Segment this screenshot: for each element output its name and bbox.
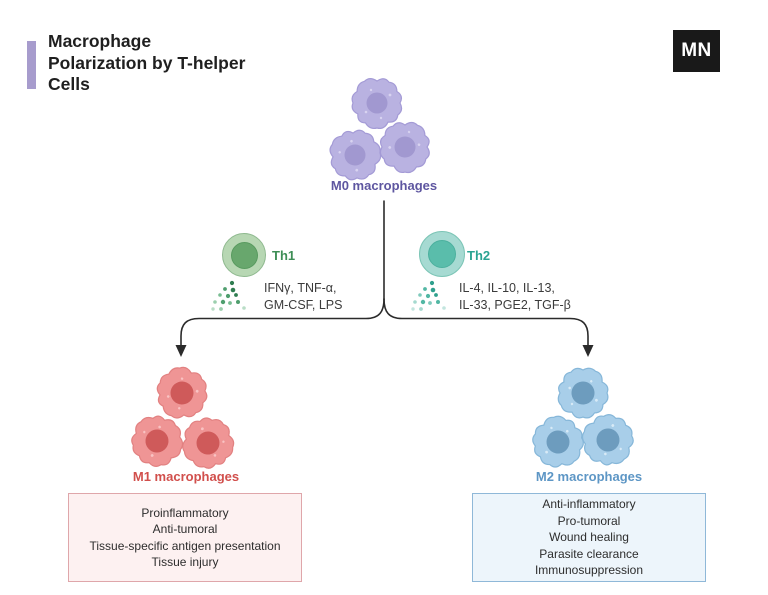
right-arrowhead (582, 345, 594, 357)
title-line-3: Cells (48, 74, 90, 94)
macrophage-cell (179, 413, 238, 473)
th1-cytokines-line-2: GM-CSF, LPS (264, 297, 343, 312)
th1-cell-nucleus (230, 241, 258, 269)
title-accent-bar (27, 41, 36, 89)
th2-cytokines-text: IL-4, IL-10, IL-13, IL-33, PGE2, TGF-β (459, 280, 571, 313)
m2-function-item: Wound healing (549, 530, 629, 545)
macrophage-cell (370, 112, 440, 182)
m0-macrophages-illustration (323, 77, 440, 185)
m2-function-item: Anti-inflammatory (542, 497, 636, 512)
m2-functions-box: Anti-inflammatory Pro-tumoral Wound heal… (472, 493, 706, 582)
macrophage-cell (351, 77, 403, 130)
m1-macrophages-label: M1 macrophages (132, 469, 240, 484)
macrophage-cell (323, 121, 389, 185)
brand-logo: MN (673, 30, 720, 72)
th1-cell-illustration (222, 233, 266, 277)
th1-cytokines-line-1: IFNγ, TNF-α, (264, 281, 337, 295)
m2-macrophages-illustration (528, 363, 644, 477)
macrophage-cell (572, 404, 644, 477)
th1-cytokine-dots (211, 280, 246, 311)
th2-cytokines-line-1: IL-4, IL-10, IL-13, (459, 281, 555, 295)
th2-label: Th2 (467, 248, 491, 263)
m2-function-item: Parasite clearance (539, 546, 639, 561)
left-arrowhead (175, 345, 187, 357)
th2-cell-illustration (419, 231, 465, 277)
m1-function-item: Proinflammatory (141, 505, 229, 520)
th1-cytokines-text: IFNγ, TNF-α, GM-CSF, LPS (264, 280, 343, 313)
macrophage-cell (148, 363, 216, 428)
m1-functions-box: Proinflammatory Anti-tumoral Tissue-spec… (68, 493, 302, 582)
th1-label: Th1 (272, 248, 296, 263)
m1-function-item: Tissue-specific antigen presentation (89, 538, 281, 553)
th2-cell-nucleus (428, 240, 456, 268)
m0-macrophages-label: M0 macrophages (330, 178, 438, 193)
m1-function-item: Tissue injury (151, 555, 219, 569)
m2-macrophages-label: M2 macrophages (535, 469, 643, 484)
macrophage-cell (121, 404, 193, 477)
th2-cytokine-dots (411, 280, 446, 311)
title-line-2: Polarization by T-helper (48, 52, 246, 73)
th2-cytokines-line-2: IL-33, PGE2, TGF-β (459, 297, 571, 312)
page-title: Macrophage Polarization by T-helper Cell… (48, 31, 245, 96)
m2-function-item: Immunosuppression (534, 563, 644, 578)
macrophage-cell (547, 363, 618, 428)
brand-logo-text: MN (681, 40, 712, 61)
m1-function-item: Anti-tumoral (152, 522, 218, 536)
macrophage-cell (528, 412, 588, 471)
title-line-1: Macrophage (48, 31, 152, 51)
m2-function-item: Pro-tumoral (557, 513, 621, 528)
m1-macrophages-illustration (121, 363, 238, 477)
